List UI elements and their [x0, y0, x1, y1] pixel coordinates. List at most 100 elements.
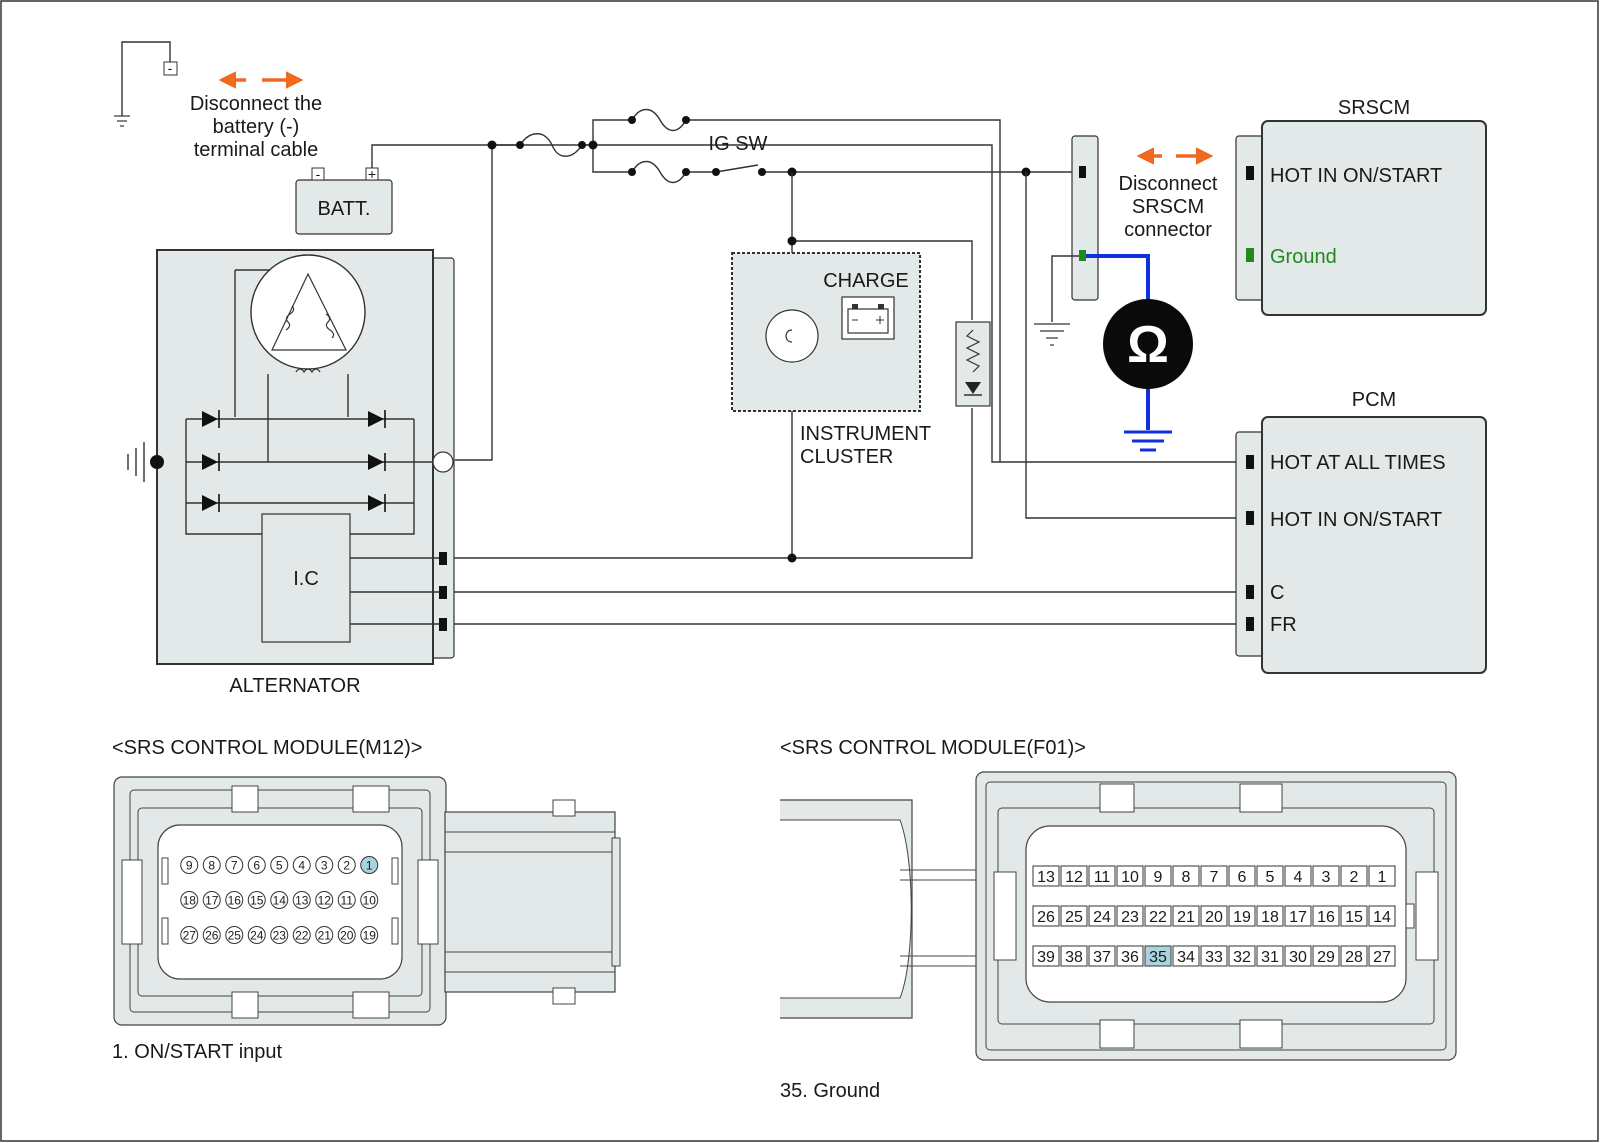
- pin: [337, 926, 356, 944]
- pin: [1032, 945, 1060, 967]
- pin-label: 17: [1289, 909, 1307, 926]
- pin: [1088, 905, 1116, 927]
- pin-label: 37: [1093, 949, 1111, 966]
- pin-label: 19: [363, 928, 377, 942]
- pin: [1200, 905, 1228, 927]
- pin-label: 27: [1373, 949, 1391, 966]
- pin-highlighted: [1144, 945, 1172, 967]
- pin-label: 15: [250, 893, 264, 907]
- pin: [202, 926, 221, 944]
- pin-label: 21: [1177, 909, 1195, 926]
- pin: [1228, 945, 1256, 967]
- pin-label: 8: [1182, 869, 1191, 886]
- pin: [1340, 905, 1368, 927]
- pin: [1200, 945, 1228, 967]
- pin: [270, 856, 289, 874]
- stator-icon: [250, 254, 366, 370]
- pin: [1116, 865, 1144, 887]
- battery-warning-icon: [841, 296, 895, 340]
- pin: [315, 926, 334, 944]
- switch-icon: [715, 164, 759, 173]
- pin: [1340, 945, 1368, 967]
- pin: [180, 926, 199, 944]
- pin-label: 34: [1177, 949, 1195, 966]
- pin-label: 15: [1345, 909, 1363, 926]
- pin-label: 18: [1261, 909, 1279, 926]
- pin-label: 11: [341, 893, 354, 907]
- pin-label: 29: [1317, 949, 1335, 966]
- pin: [1060, 905, 1088, 927]
- pin: [247, 891, 266, 909]
- pin-label: 27: [183, 928, 197, 942]
- srscm-pin-ground: Ground: [1270, 246, 1337, 268]
- pin-label: 6: [1238, 869, 1247, 886]
- svg-text:-: -: [168, 60, 173, 76]
- pin-label: 30: [1289, 949, 1307, 966]
- pin-label: 13: [1037, 869, 1055, 886]
- pin-label: 26: [205, 928, 219, 942]
- pin: [202, 856, 221, 874]
- pin: [1368, 945, 1396, 967]
- diode-icon: [202, 411, 218, 427]
- diode-icon: [368, 411, 384, 427]
- ground-icon: [127, 442, 145, 482]
- pin-label: 12: [1065, 869, 1083, 886]
- pin-label: 4: [298, 858, 305, 872]
- pin-label: 16: [1317, 909, 1335, 926]
- pin-label: 19: [1233, 909, 1251, 926]
- diode-icon: [368, 495, 384, 511]
- pin-label: 13: [295, 893, 309, 907]
- pin: [1256, 865, 1284, 887]
- alternator-label: ALTERNATOR: [229, 675, 360, 697]
- pin-label: 10: [1121, 869, 1139, 886]
- pin-label: 25: [1065, 909, 1083, 926]
- battery-label: BATT.: [318, 198, 371, 220]
- pin: [360, 926, 379, 944]
- ground-icon: [1034, 323, 1070, 346]
- pcm-pin-c: C: [1270, 582, 1284, 604]
- pin: [1088, 945, 1116, 967]
- m12-note: 1. ON/START input: [112, 1041, 283, 1063]
- disconnect-srscm-line1: Disconnect: [1119, 173, 1218, 195]
- pin: [202, 891, 221, 909]
- disconnect-battery-line3: terminal cable: [194, 139, 319, 161]
- instrument-cluster: CHARGE INSTRUMENT CLUSTER: [448, 172, 991, 563]
- pin: [225, 856, 244, 874]
- disconnect-battery-line2: battery (-): [213, 116, 300, 138]
- pin-label: 32: [1233, 949, 1251, 966]
- srscm-pin-hot: HOT IN ON/START: [1270, 165, 1442, 187]
- pin-label: 1: [1378, 869, 1387, 886]
- pin: [1284, 865, 1312, 887]
- charge-label: CHARGE: [823, 270, 909, 292]
- pin: [247, 856, 266, 874]
- f01-title: <SRS CONTROL MODULE(F01)>: [780, 737, 1086, 759]
- pin: [1228, 865, 1256, 887]
- pin-label: 33: [1205, 949, 1223, 966]
- pin-label: 25: [228, 928, 242, 942]
- pin-label: 2: [343, 858, 350, 872]
- pin-label: 4: [1294, 869, 1303, 886]
- ground-icon: [114, 115, 130, 127]
- disconnect-srscm-line3: connector: [1124, 219, 1212, 241]
- pin-label: 6: [253, 858, 260, 872]
- pin-label: 9: [1154, 869, 1163, 886]
- pin: [1032, 905, 1060, 927]
- svg-text:+: +: [368, 166, 376, 182]
- diode-icon: [202, 454, 218, 470]
- pin-label: 28: [1345, 949, 1363, 966]
- lamp-icon: [765, 309, 819, 363]
- pin-label: 7: [231, 858, 238, 872]
- pin: [1312, 865, 1340, 887]
- pin: [247, 926, 266, 944]
- pin: [270, 891, 289, 909]
- diode-icon: [202, 495, 218, 511]
- pin-label: 22: [1149, 909, 1167, 926]
- pcm-pin-hot-all: HOT AT ALL TIMES: [1270, 452, 1446, 474]
- pin-label: 9: [186, 858, 193, 872]
- fuse-icon: [519, 133, 583, 157]
- pin-label: 38: [1065, 949, 1083, 966]
